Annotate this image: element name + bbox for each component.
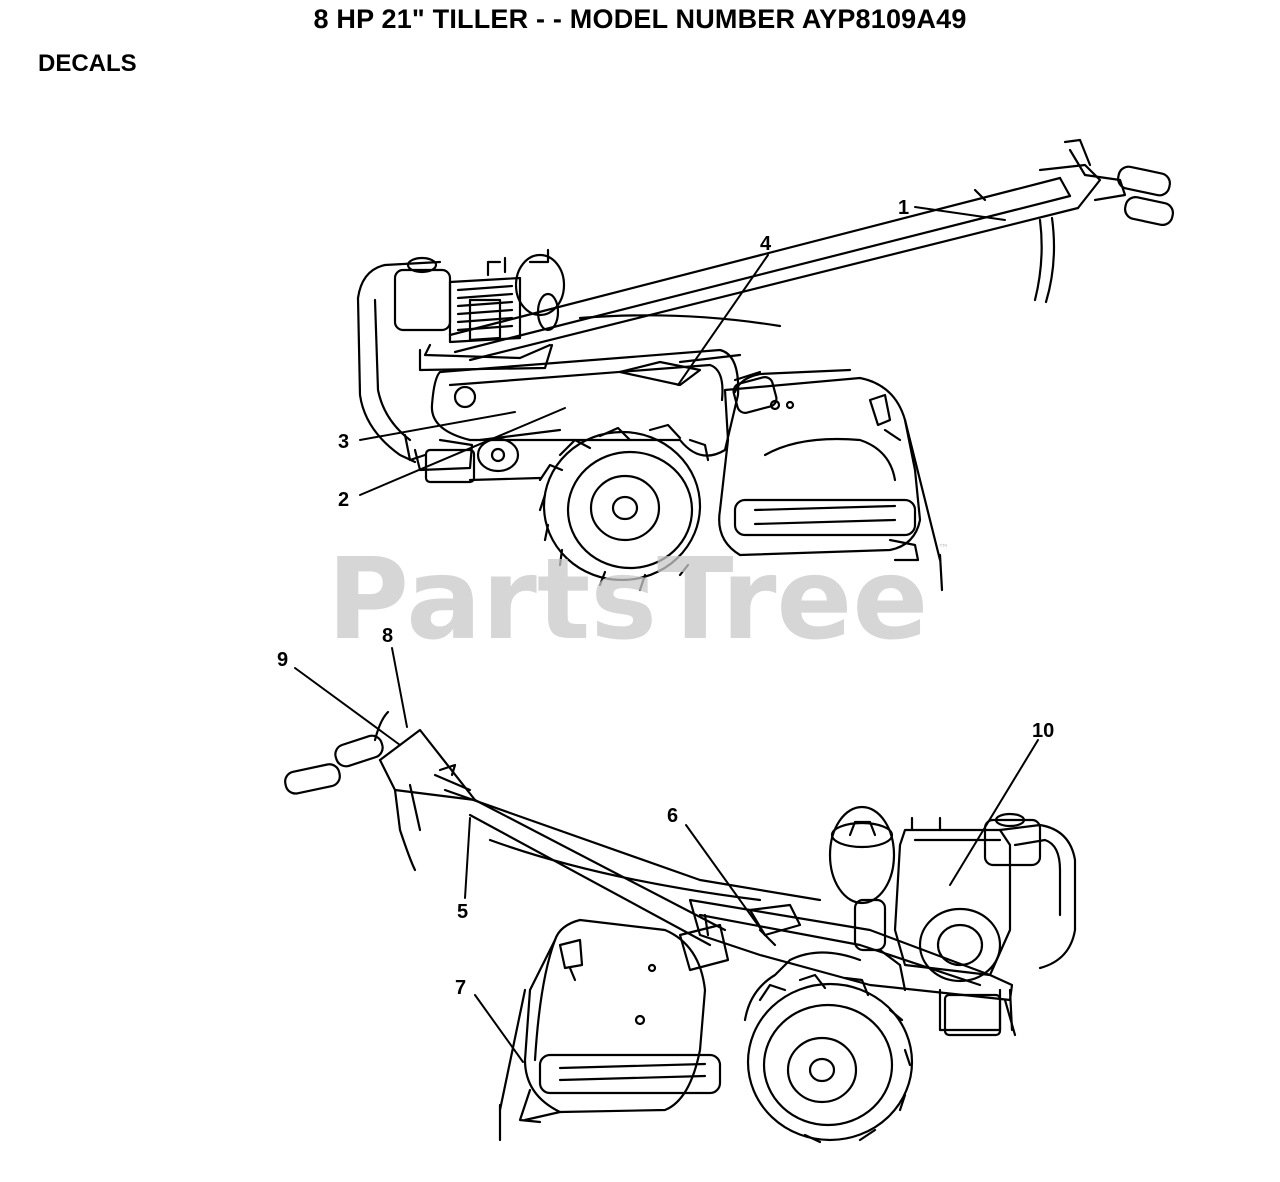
- leader-6: [685, 824, 766, 936]
- leader-2: [359, 407, 566, 496]
- wheel-top: [476, 423, 710, 592]
- callout-labels: 1 2 3 4 5 6 7 8 9 10: [277, 197, 1054, 999]
- leader-9: [294, 667, 401, 746]
- callout-8: 8: [382, 625, 393, 647]
- tine-hood-bottom: [498, 918, 730, 1142]
- leader-5: [464, 817, 471, 899]
- callout-2: 2: [338, 489, 349, 511]
- leader-lines: [294, 206, 1039, 1063]
- callout-1: 1: [898, 197, 909, 219]
- tiller-top-view: [356, 138, 1175, 592]
- callout-3: 3: [338, 431, 349, 453]
- callout-7: 7: [455, 977, 466, 999]
- leader-1: [914, 206, 1006, 221]
- leader-4: [677, 254, 769, 386]
- tiller-bottom-view: [284, 710, 1077, 1144]
- leader-7: [474, 994, 524, 1063]
- section-heading: DECALS: [38, 50, 137, 77]
- watermark-trademark: ™: [938, 542, 949, 555]
- belt-guard-bottom: [688, 898, 1017, 1037]
- callout-10: 10: [1032, 720, 1054, 742]
- leader-3: [359, 411, 516, 441]
- callout-5: 5: [457, 901, 468, 923]
- leader-8: [391, 647, 408, 728]
- engine-bottom: [828, 805, 1077, 992]
- callout-4: 4: [760, 233, 772, 255]
- chassis-top: [403, 433, 542, 484]
- callout-6: 6: [667, 805, 678, 827]
- tine-hood-top: [718, 368, 944, 592]
- leader-10: [949, 739, 1039, 886]
- handlebar-top: [448, 138, 1175, 362]
- wheel-bottom: [743, 951, 914, 1144]
- page-title: 8 HP 21" TILLER - - MODEL NUMBER AYP8109…: [313, 4, 967, 34]
- watermark-text: PartsTree: [327, 535, 928, 665]
- belt-guard-top: [430, 348, 762, 457]
- callout-9: 9: [277, 649, 288, 671]
- handlebar-bottom: [284, 710, 822, 947]
- engine-top: [356, 248, 566, 464]
